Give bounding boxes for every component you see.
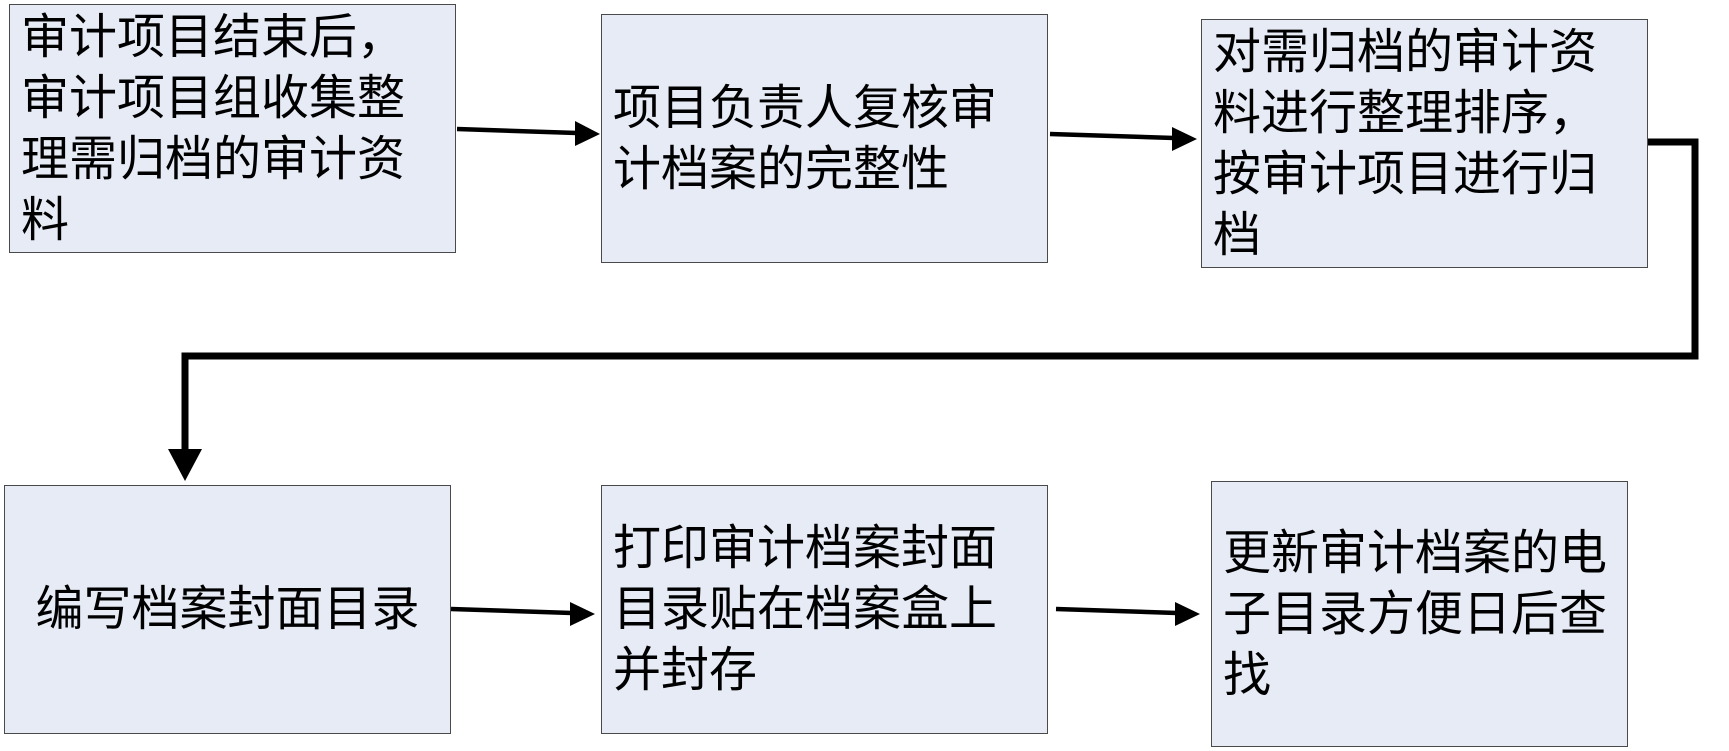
arrow-step5-to-step6 bbox=[1055, 602, 1200, 626]
flow-step-update-e-catalog: 更新审计档案的电子目录方便日后查找 bbox=[1211, 481, 1628, 747]
arrow-step4-to-step5 bbox=[450, 602, 595, 626]
flow-step-text: 打印审计档案封面目录贴在档案盒上并封存 bbox=[613, 520, 998, 698]
arrow-step2-to-step3 bbox=[1049, 127, 1197, 151]
flow-step-text: 更新审计档案的电子目录方便日后查找 bbox=[1223, 524, 1608, 703]
flow-step-collect-materials: 审计项目结束后，审计项目组收集整理需归档的审计资料 bbox=[9, 4, 456, 253]
flow-step-compile-catalog: 编写档案封面目录 bbox=[4, 485, 451, 734]
flow-step-text: 对需归档的审计资料进行整理排序，按审计项目进行归档 bbox=[1213, 23, 1598, 263]
flow-step-review-completeness: 项目负责人复核审计档案的完整性 bbox=[601, 14, 1048, 263]
flow-step-sort-and-file: 对需归档的审计资料进行整理排序，按审计项目进行归档 bbox=[1201, 19, 1648, 268]
flow-step-text: 编写档案封面目录 bbox=[35, 581, 420, 637]
arrow-step1-to-step2 bbox=[456, 121, 600, 146]
flow-step-text: 审计项目结束后，审计项目组收集整理需归档的审计资料 bbox=[21, 8, 406, 248]
flow-step-text: 项目负责人复核审计档案的完整性 bbox=[613, 79, 998, 197]
flow-step-print-and-seal: 打印审计档案封面目录贴在档案盒上并封存 bbox=[601, 485, 1048, 734]
